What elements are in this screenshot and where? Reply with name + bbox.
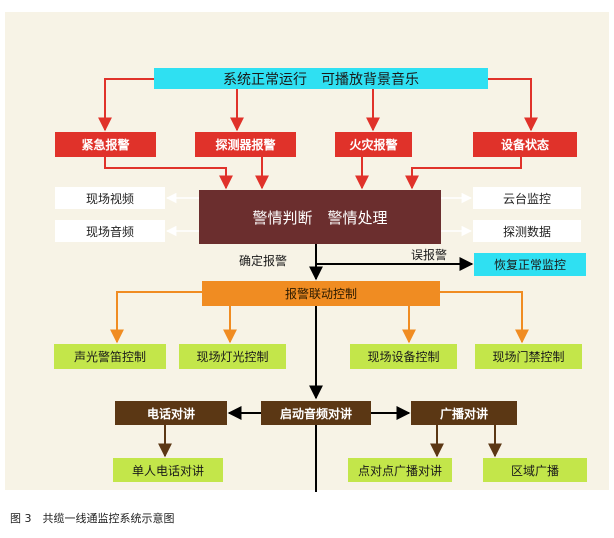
phone-intercom-box: 电话对讲 (115, 401, 227, 425)
system-normal-banner: 系统正常运行 可播放背景音乐 (154, 68, 488, 89)
ptz-monitor-box: 云台监控 (473, 187, 581, 209)
detection-data-box: 探测数据 (473, 220, 581, 242)
detector-alarm-box: 探测器报警 (195, 132, 296, 157)
onsite-audio-box: 现场音频 (55, 220, 165, 242)
device-status-box: 设备状态 (473, 132, 577, 157)
alarm-linkage-box: 报警联动控制 (202, 281, 440, 306)
onsite-video-box: 现场视频 (55, 187, 165, 209)
access-control-box: 现场门禁控制 (475, 344, 582, 369)
single-phone-intercom-box: 单人电话对讲 (113, 458, 223, 482)
confirm-alarm-label: 确定报警 (239, 254, 288, 268)
alarm-judgment-box: 警情判断 警情处理 (199, 190, 441, 244)
p2p-broadcast-box: 点对点广播对讲 (348, 458, 452, 482)
lighting-control-box: 现场灯光控制 (179, 344, 286, 369)
figure-caption: 图 3 共缆一线通监控系统示意图 (10, 512, 175, 525)
false-alarm-label: 误报警 (411, 248, 448, 262)
fire-alarm-box: 火灾报警 (335, 132, 412, 157)
broadcast-intercom-box: 广播对讲 (411, 401, 517, 425)
siren-control-box: 声光警笛控制 (54, 344, 166, 369)
equipment-control-box: 现场设备控制 (350, 344, 457, 369)
emergency-alarm-box: 紧急报警 (55, 132, 156, 157)
start-audio-intercom-box: 启动音频对讲 (261, 401, 371, 425)
zone-broadcast-box: 区域广播 (483, 458, 587, 482)
restore-monitoring-box: 恢复正常监控 (474, 253, 586, 276)
